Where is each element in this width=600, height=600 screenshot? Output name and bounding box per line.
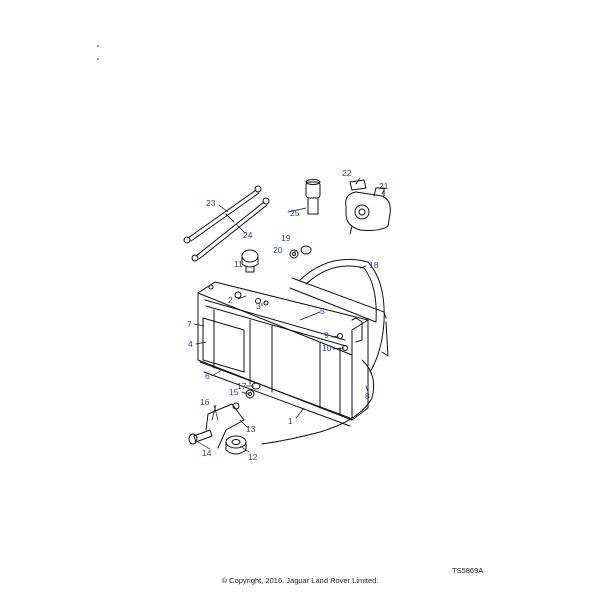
reference-code: TS5869A	[452, 566, 484, 575]
callout-7: 7	[187, 319, 192, 329]
callout-1: 1	[288, 416, 293, 426]
callout-3: 3	[256, 301, 261, 311]
callout-13: 13	[246, 424, 256, 434]
bolt	[188, 429, 213, 445]
callout-21: 21	[379, 181, 389, 191]
fan-shroud	[289, 258, 389, 373]
filler-neck	[305, 179, 321, 215]
callout-18: 18	[369, 260, 379, 270]
callout-5: 5	[320, 306, 325, 316]
callout-11: 11	[234, 259, 243, 269]
washer	[289, 249, 299, 259]
callout-17: 17	[237, 381, 247, 391]
expansion-tank	[345, 187, 391, 235]
rubber-mount	[225, 435, 247, 455]
callout-4: 4	[188, 339, 193, 349]
copyright-notice: © Copyright, 2016. Jaguar Land Rover Lim…	[221, 576, 379, 585]
callout-6: 6	[205, 371, 210, 381]
radiator	[197, 281, 369, 427]
callout-19: 19	[281, 233, 291, 243]
callout-9: 9	[324, 330, 329, 340]
callout-20: 20	[273, 245, 283, 255]
stay-rods	[183, 185, 270, 262]
callout-24: 24	[243, 230, 253, 240]
cap	[349, 179, 367, 191]
callout-12: 12	[248, 452, 258, 462]
callout-8: 8	[365, 391, 370, 401]
leader-lines	[193, 177, 386, 453]
callout-15: 15	[229, 387, 239, 397]
callout-25: 25	[290, 208, 300, 218]
stray-mark	[97, 45, 99, 47]
callout-22: 22	[342, 168, 352, 178]
washer	[300, 245, 312, 255]
callout-10: 10	[322, 343, 332, 353]
callout-16: 16	[200, 397, 210, 407]
callout-23: 23	[206, 198, 216, 208]
callout-2: 2	[228, 295, 233, 305]
hose	[261, 359, 375, 445]
stray-mark	[97, 58, 99, 60]
fitting	[241, 249, 259, 273]
callout-14: 14	[202, 448, 212, 458]
